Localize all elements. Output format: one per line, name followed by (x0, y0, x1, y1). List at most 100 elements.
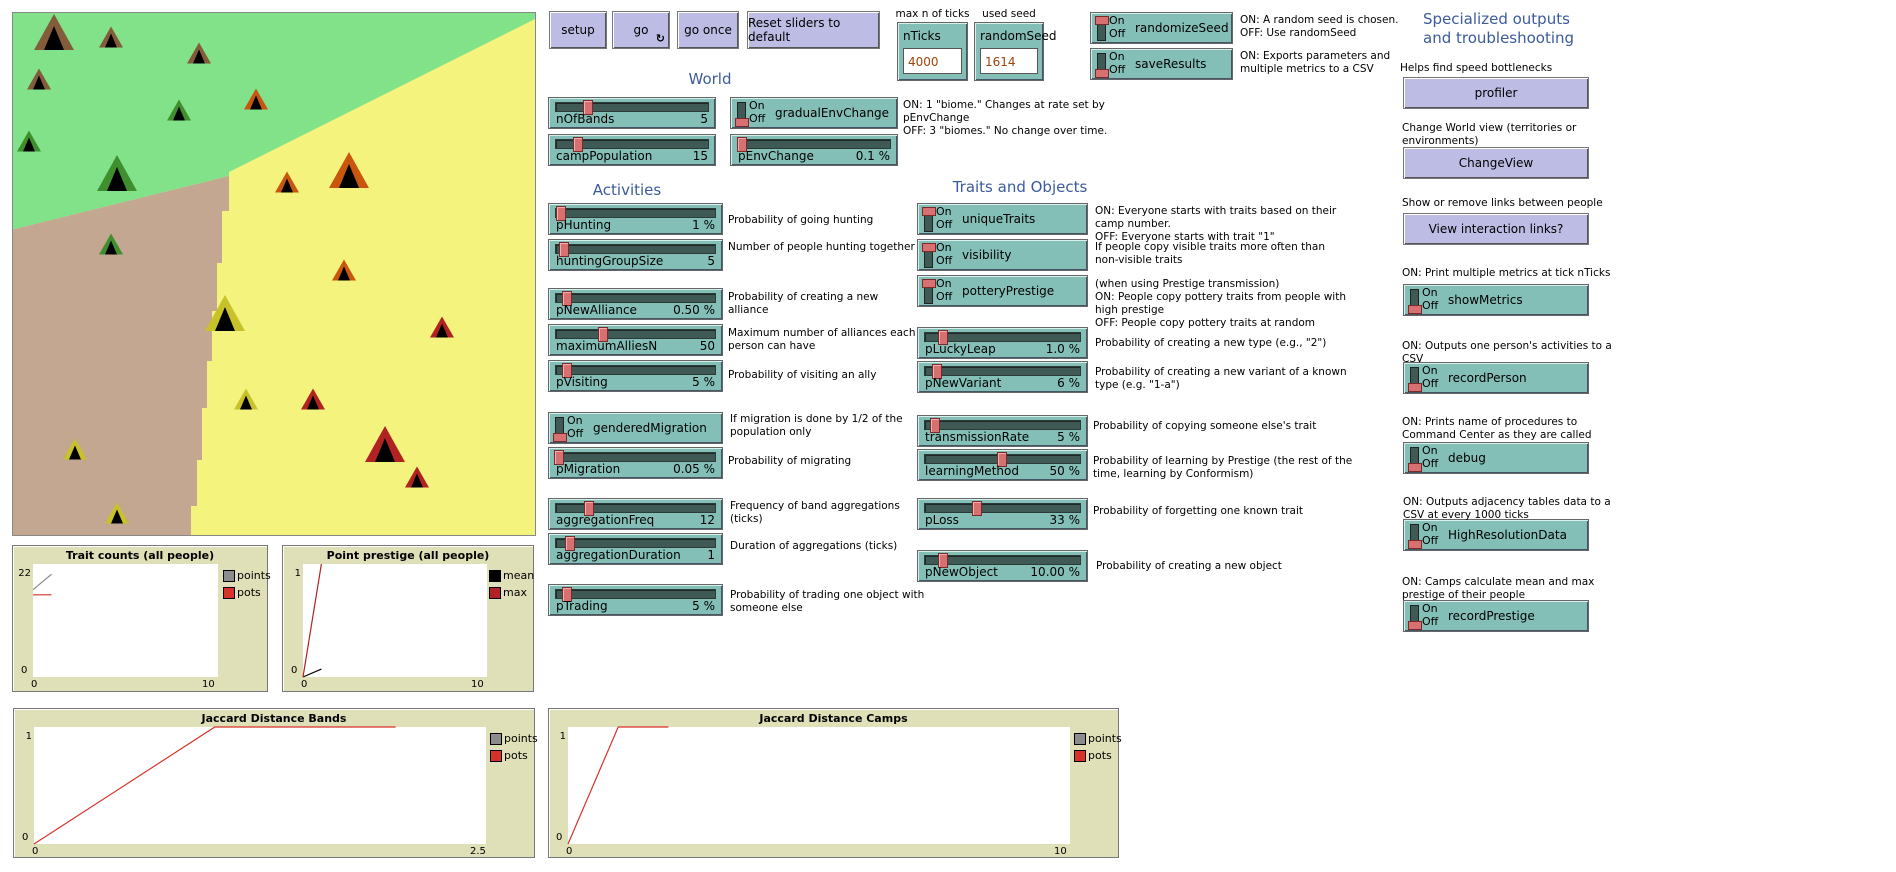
nticks-input[interactable]: 4000 (903, 48, 962, 74)
person-tent-icon[interactable] (63, 438, 87, 460)
slider-track[interactable] (924, 332, 1081, 342)
person-tent-icon[interactable] (99, 233, 123, 255)
person-tent-icon[interactable] (405, 466, 429, 488)
slider-handle[interactable] (930, 418, 941, 433)
switch-knob[interactable] (1408, 540, 1422, 549)
switch-knob[interactable] (1408, 621, 1422, 630)
camp-tent-icon[interactable] (329, 152, 369, 188)
switch-knob[interactable] (922, 207, 936, 216)
camp-tent-icon[interactable] (97, 155, 137, 191)
profiler-button[interactable]: profiler (1403, 77, 1589, 109)
change-view-button[interactable]: ChangeView (1403, 147, 1589, 179)
randomseed-input[interactable]: 1614 (980, 48, 1038, 74)
slider-track[interactable] (555, 102, 709, 112)
slider-handle[interactable] (558, 242, 569, 257)
reset-sliders-button[interactable]: Reset sliders to default (747, 11, 880, 49)
switch-knob[interactable] (922, 279, 936, 288)
person-tent-icon[interactable] (332, 259, 356, 281)
slider-track[interactable] (555, 244, 716, 254)
camp-tent-icon[interactable] (205, 295, 245, 331)
go-button[interactable]: go↻ (612, 11, 670, 49)
switch-knob[interactable] (1095, 69, 1109, 78)
switch-knob[interactable] (922, 243, 936, 252)
switch-knob[interactable] (1408, 463, 1422, 472)
slider-track[interactable] (737, 139, 891, 149)
slider-handle[interactable] (971, 501, 982, 516)
slider-handle[interactable] (996, 452, 1007, 467)
camp-tent-icon[interactable] (34, 14, 74, 50)
slider-track[interactable] (555, 293, 716, 303)
slider-handle[interactable] (561, 587, 572, 602)
switch-knob[interactable] (1095, 16, 1109, 25)
slider-handle[interactable] (572, 137, 583, 152)
person-tent-icon[interactable] (99, 26, 123, 48)
go-once-button[interactable]: go once (677, 11, 739, 49)
switch-knob[interactable] (1408, 305, 1422, 314)
person-tent-icon[interactable] (301, 388, 325, 410)
slider-track[interactable] (555, 503, 716, 513)
person-tent-icon[interactable] (17, 130, 41, 152)
slider-track[interactable] (924, 503, 1081, 513)
slider-handle[interactable] (931, 364, 942, 379)
slider-handle[interactable] (584, 501, 595, 516)
slider-track[interactable] (555, 139, 709, 149)
person-tent-icon[interactable] (234, 388, 258, 410)
slider-handle[interactable] (937, 330, 948, 345)
person-tent-icon[interactable] (187, 42, 211, 64)
slider-track[interactable] (924, 420, 1081, 430)
slider-track[interactable] (555, 208, 716, 218)
slider-track[interactable] (555, 538, 716, 548)
slider-track[interactable] (924, 555, 1081, 565)
slider-handle[interactable] (561, 363, 572, 378)
slider-handle[interactable] (561, 291, 572, 306)
slider-track[interactable] (555, 329, 716, 339)
switch-knob[interactable] (553, 433, 567, 442)
world-view[interactable] (12, 12, 536, 536)
person-tent-icon[interactable] (244, 88, 268, 110)
slider-track[interactable] (555, 452, 716, 462)
slider-handle[interactable] (555, 206, 566, 221)
camp-tent-icon[interactable] (365, 426, 405, 462)
slider-handle[interactable] (582, 100, 593, 115)
view-links-button[interactable]: View interaction links? (1403, 213, 1589, 245)
person-tent-icon[interactable] (27, 68, 51, 90)
slider-track[interactable] (555, 589, 716, 599)
person-tent-icon[interactable] (430, 316, 454, 338)
slider-handle[interactable] (597, 327, 608, 342)
slider-handle[interactable] (937, 553, 948, 568)
person-tent-icon[interactable] (105, 502, 129, 524)
slider-handle[interactable] (554, 450, 564, 465)
slider-track[interactable] (924, 366, 1081, 376)
person-tent-icon[interactable] (275, 171, 299, 193)
slider-handle[interactable] (737, 137, 748, 152)
